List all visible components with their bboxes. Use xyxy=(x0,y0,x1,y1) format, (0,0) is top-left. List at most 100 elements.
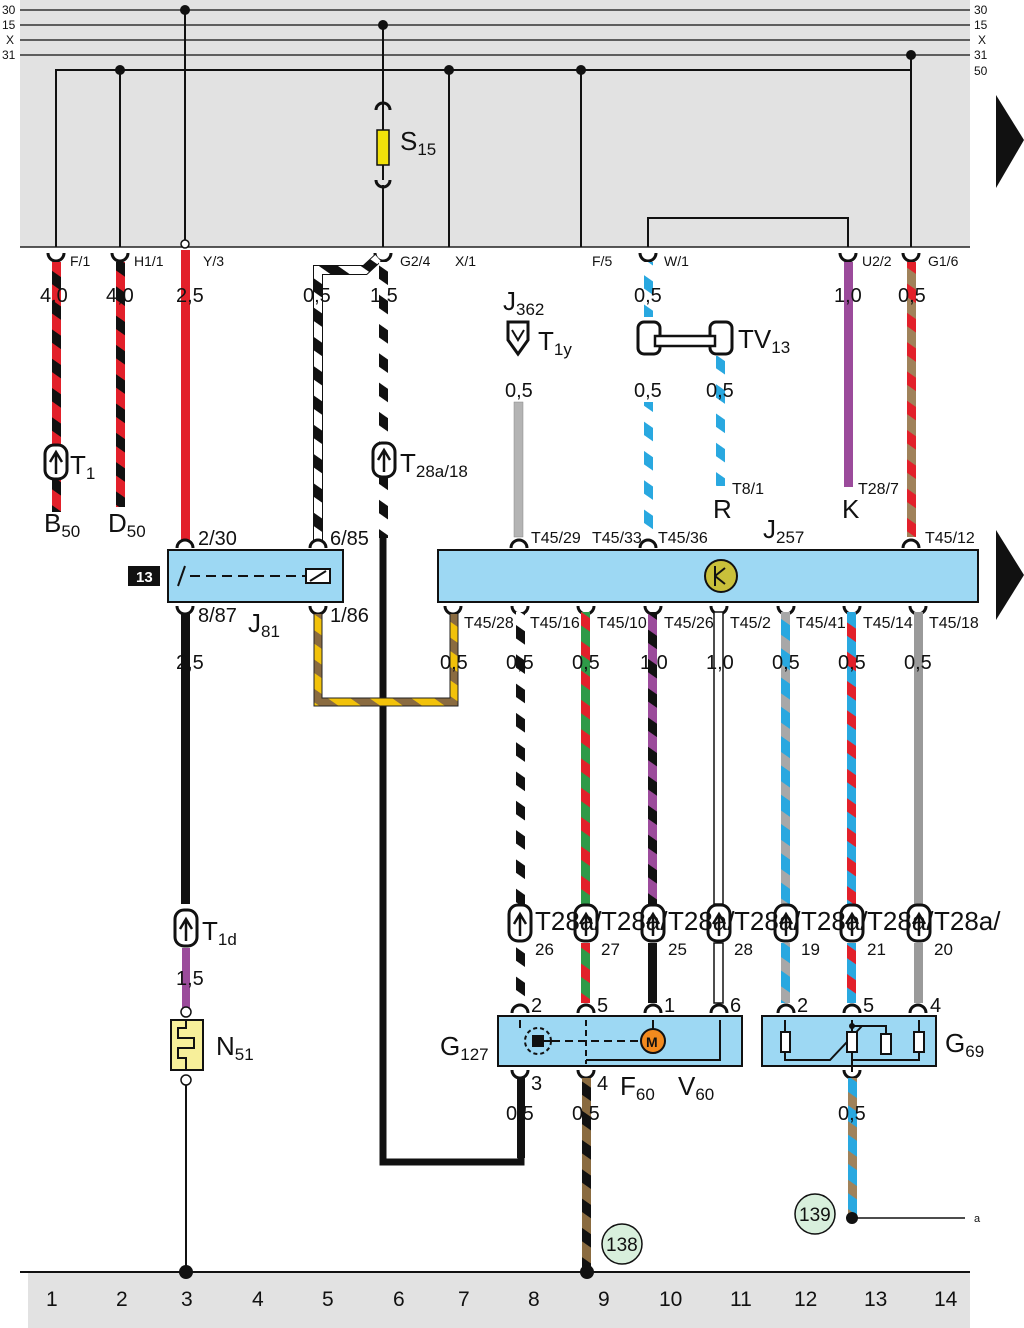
terminal-f5: F/5 xyxy=(592,253,612,269)
wire-j81-feed xyxy=(181,250,190,540)
connector-t1d xyxy=(173,908,199,948)
size-7: 1,0 xyxy=(834,285,862,307)
label-j362: J362 xyxy=(503,286,544,319)
relay-pin-230: 2/30 xyxy=(198,528,237,550)
note-a: a xyxy=(974,1213,981,1225)
label-j257: J257 xyxy=(763,514,804,547)
size-5: 1,5 xyxy=(370,285,398,307)
t28a-27-num: 27 xyxy=(601,940,620,959)
label-t28a18: T28a/18 xyxy=(400,448,468,481)
terminal-g16: G1/6 xyxy=(928,253,959,269)
size-8: 0,5 xyxy=(898,285,926,307)
size-18: 0,5 xyxy=(772,652,800,674)
pin-t4514: T45/14 xyxy=(863,615,913,632)
pin-t4526: T45/26 xyxy=(664,615,714,632)
svg-text:M: M xyxy=(646,1034,658,1050)
pin-t4512: T45/12 xyxy=(925,530,975,547)
column-numbers: 1 2 3 4 5 6 7 8 9 10 11 12 13 14 xyxy=(46,1288,958,1311)
wire-t4518 xyxy=(914,612,923,904)
continue-arrow-mid xyxy=(996,530,1024,620)
relay-pin-186: 1/86 xyxy=(330,605,369,627)
t28a-27-label: T28a/ xyxy=(601,906,668,936)
wire-r xyxy=(716,356,725,486)
bus-label-15-left: 15 xyxy=(2,18,16,32)
g127-pin-6: 6 xyxy=(730,995,741,1017)
motor-icon: M xyxy=(640,1028,666,1054)
bus-label-50-right: 50 xyxy=(974,64,988,78)
terminal-u22: U2/2 xyxy=(862,253,892,269)
heater-n51 xyxy=(170,1006,204,1086)
fuse-box-panel xyxy=(20,0,970,247)
bus-lines xyxy=(20,9,970,56)
g69-pin-4: 4 xyxy=(930,995,941,1017)
t28a-25-num: 25 xyxy=(668,940,687,959)
connector-t1y xyxy=(506,320,530,357)
relay-badge xyxy=(128,566,160,586)
wire-k xyxy=(844,262,853,487)
t28a-20-num: 20 xyxy=(934,940,953,959)
pin-t4536: T45/36 xyxy=(658,530,708,547)
bus-label-31-left: 31 xyxy=(2,48,16,62)
pin-t4529: T45/29 xyxy=(531,530,581,547)
label-n51: N51 xyxy=(216,1031,254,1064)
svg-text:2: 2 xyxy=(116,1288,128,1311)
label-t1: T1 xyxy=(70,450,95,483)
bus-label-15-right: 15 xyxy=(974,18,988,32)
svg-text:12: 12 xyxy=(794,1288,817,1311)
g127-pin-3: 3 xyxy=(531,1073,542,1095)
g127-pin-5: 5 xyxy=(597,995,608,1017)
size-14: 0,5 xyxy=(506,652,534,674)
size-16: 1,0 xyxy=(640,652,668,674)
svg-text:8: 8 xyxy=(528,1288,540,1311)
t28a-28-num: 28 xyxy=(734,940,753,959)
size-6: 0,5 xyxy=(634,285,662,307)
size-22: 0,5 xyxy=(506,1103,534,1125)
label-t1y: T1y xyxy=(538,326,572,359)
bus-label-31-right: 31 xyxy=(974,48,988,62)
t28a-21-label: T28a/ xyxy=(867,906,934,936)
wire-d50 xyxy=(116,262,125,507)
continue-arrow-top xyxy=(996,95,1024,188)
wire-t28a18-upper xyxy=(379,262,388,442)
relay-badge-label: 13 xyxy=(136,569,153,586)
bus-label-30-right: 30 xyxy=(974,3,988,17)
terminal-y3: Y/3 xyxy=(203,253,224,269)
terminal-g24: G2/4 xyxy=(400,253,431,269)
t28a-19-label: T28a/ xyxy=(801,906,868,936)
label-r-sup: T8/1 xyxy=(732,481,764,498)
ground-139-label: 139 xyxy=(799,1205,831,1226)
g127-pin-4: 4 xyxy=(597,1073,608,1095)
wire-t4529 xyxy=(513,401,524,538)
size-2: 4,0 xyxy=(106,285,134,307)
svg-text:6: 6 xyxy=(393,1288,405,1311)
svg-text:4: 4 xyxy=(252,1288,264,1311)
transistor-icon xyxy=(704,559,738,593)
label-k: K xyxy=(842,494,860,524)
svg-text:11: 11 xyxy=(730,1288,752,1311)
svg-text:9: 9 xyxy=(598,1288,610,1311)
svg-text:7: 7 xyxy=(458,1288,470,1311)
size-19: 0,5 xyxy=(838,652,866,674)
relay-pin-685: 6/85 xyxy=(330,528,369,550)
wire-t4510 xyxy=(581,612,590,904)
terminal-w1: W/1 xyxy=(664,253,689,269)
wire-t4536 xyxy=(644,402,653,537)
pin-t4528: T45/28 xyxy=(464,615,514,632)
label-f60: F60 xyxy=(620,1071,655,1104)
svg-text:1: 1 xyxy=(46,1288,58,1311)
svg-text:5: 5 xyxy=(322,1288,334,1311)
label-v60: V60 xyxy=(678,1071,714,1104)
size-20: 0,5 xyxy=(904,652,932,674)
g127-pin-1: 1 xyxy=(664,995,675,1017)
label-g127: G127 xyxy=(440,1031,489,1064)
size-21: 1,5 xyxy=(176,968,204,990)
size-10: 0,5 xyxy=(634,380,662,402)
size-9: 0,5 xyxy=(505,380,533,402)
bus-label-30-left: 30 xyxy=(2,3,16,17)
label-b50: B50 xyxy=(44,508,80,541)
ground-point-138 xyxy=(601,1223,643,1265)
size-17: 1,0 xyxy=(706,652,734,674)
svg-text:10: 10 xyxy=(659,1288,682,1311)
wire-t4512 xyxy=(907,262,916,537)
t28a-20-label: T28a/ xyxy=(934,906,1001,936)
